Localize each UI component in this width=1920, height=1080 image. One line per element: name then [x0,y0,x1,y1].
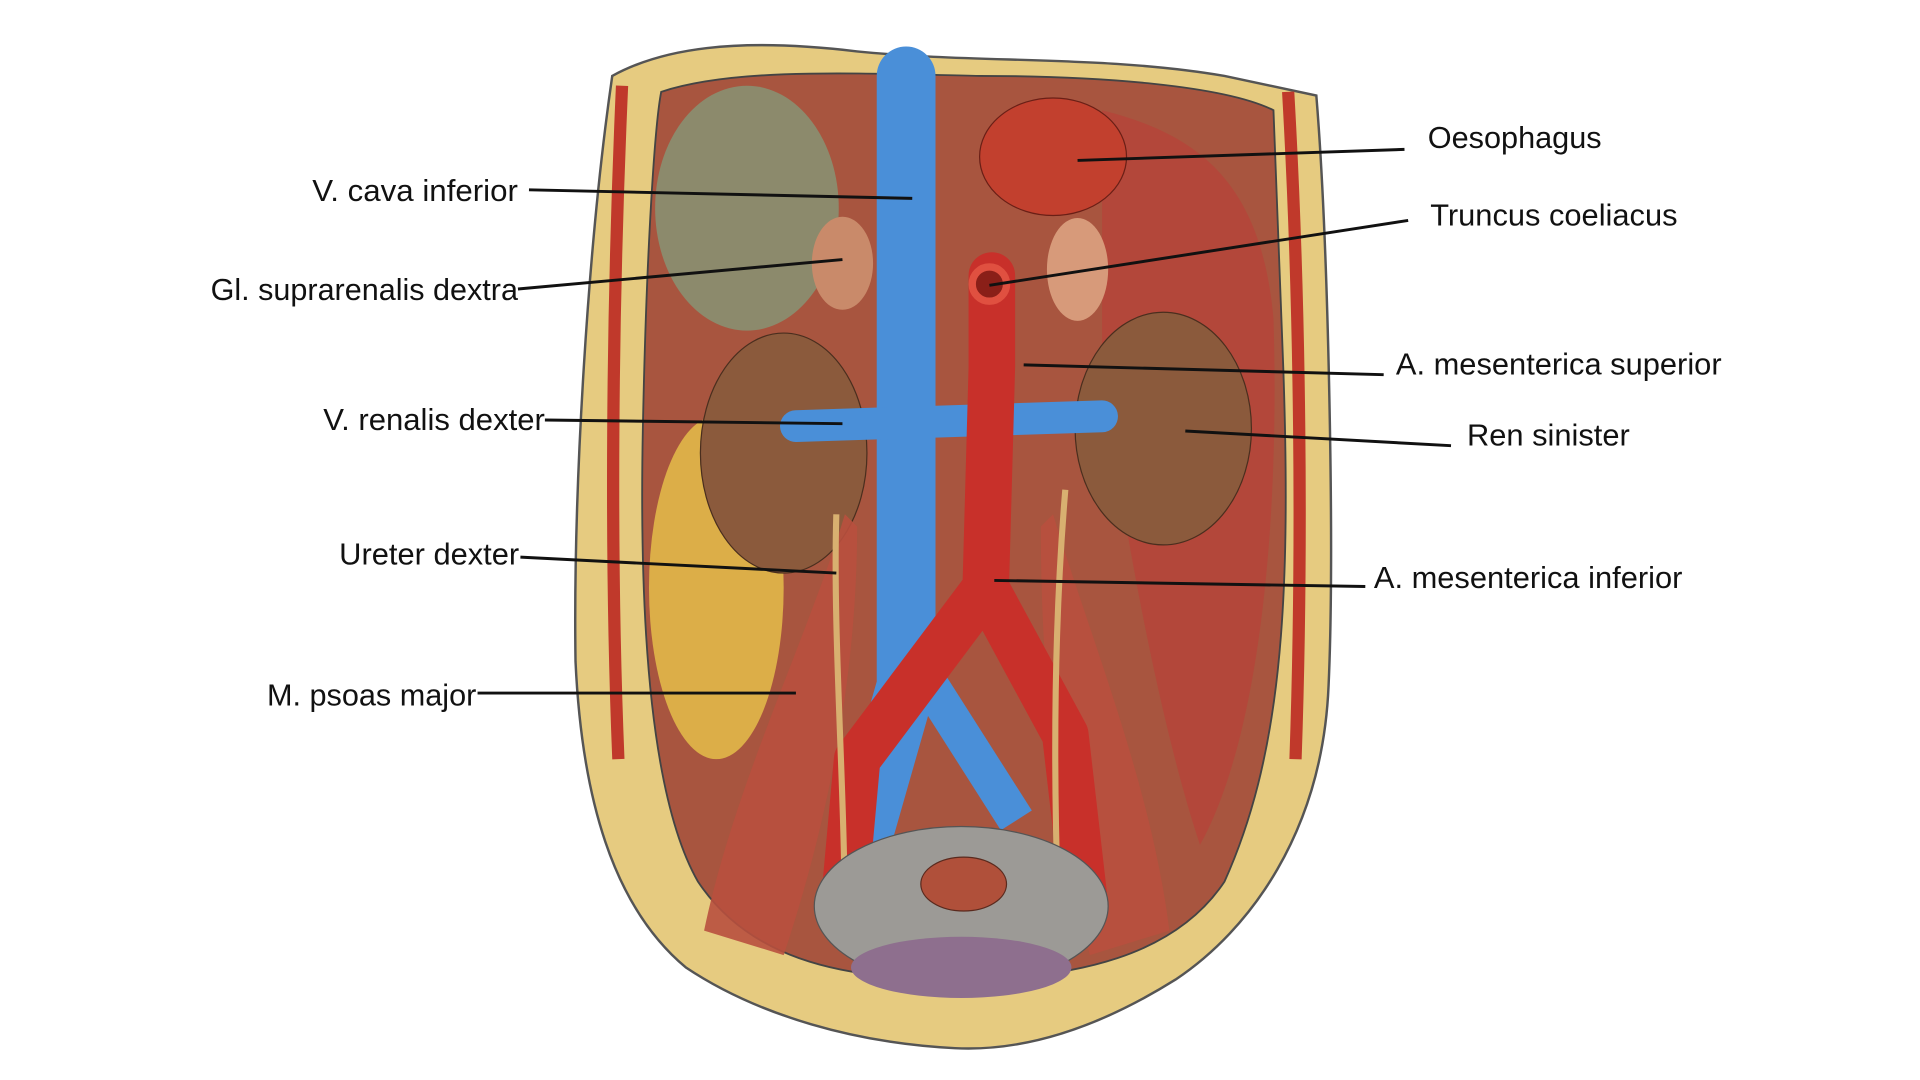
wall-muscle-right [1282,91,1306,760]
labels: V. cava inferior Gl. suprarenalis dextra… [211,121,1722,712]
liver-region [655,85,839,331]
psoas-right [704,514,858,956]
leader-gl-suprarenalis-dextra [517,258,843,291]
label-v-cava-inferior: V. cava inferior [312,174,518,208]
abdomen-illustration [574,43,1333,1050]
adrenal-left [1046,217,1109,321]
bladder [851,936,1072,998]
label-truncus-coeliacus: Truncus coeliacus [1430,198,1677,232]
leader-lines [477,147,1452,695]
leader-ren-sinister [1185,429,1452,448]
leader-v-renalis-dexter [544,418,843,426]
leader-ureter-dexter [520,555,837,575]
label-v-renalis-dexter: V. renalis dexter [323,403,545,437]
label-oesophagus: Oesophagus [1428,121,1602,155]
label-ureter-dexter: Ureter dexter [339,537,519,571]
leader-a-mesenterica-inferior [994,578,1366,588]
wall-muscle-left [607,85,629,760]
adrenal-right [811,216,874,310]
leader-v-cava-inferior [528,188,913,200]
label-a-mesenterica-superior: A. mesenterica superior [1396,348,1722,382]
aorta [821,252,1107,918]
leader-truncus-coeliacus [989,218,1409,287]
vena-cava-branch [915,675,1032,831]
rectum [920,856,1008,912]
oesophagus [978,97,1128,217]
kidney-right [699,332,868,574]
label-m-psoas-major: M. psoas major [267,678,476,712]
leader-a-mesenterica-superior [1023,363,1384,377]
label-gl-suprarenalis-dextra: Gl. suprarenalis dextra [211,273,519,307]
label-a-mesenterica-inferior: A. mesenterica inferior [1374,561,1683,595]
leader-oesophagus [1077,147,1405,162]
label-ren-sinister: Ren sinister [1467,419,1630,453]
renal-veins [780,400,1118,443]
